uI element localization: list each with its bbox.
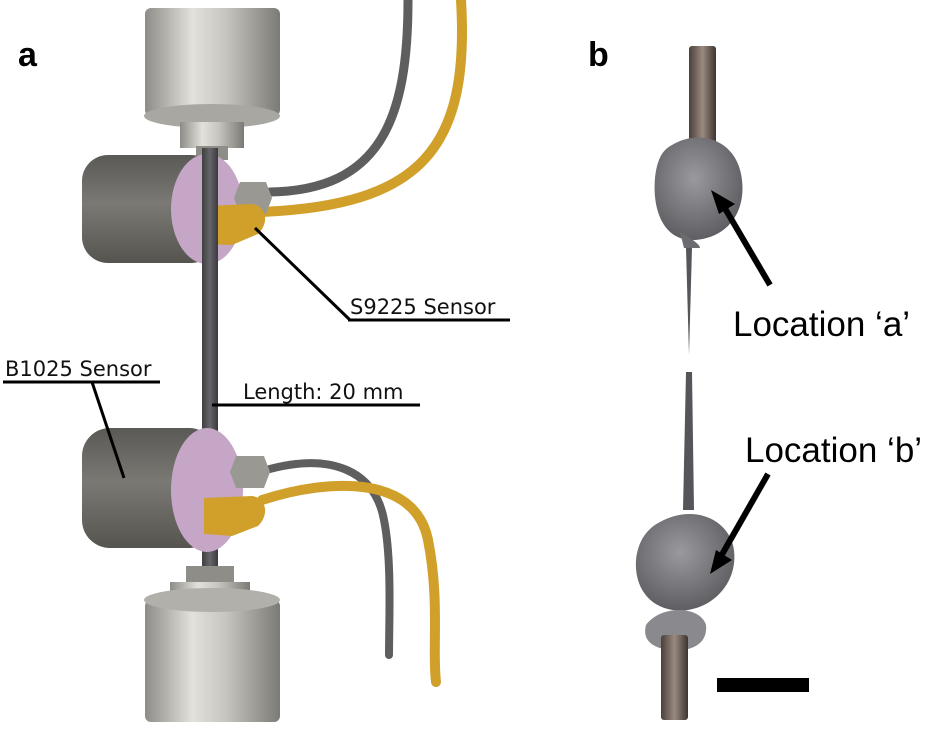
- panel-a-letter: a: [18, 36, 38, 74]
- top-grip: [144, 8, 280, 160]
- lower-fracture-half: [635, 372, 735, 720]
- location-b-label: Location ‘b’: [745, 431, 922, 470]
- cable-gold-top: [257, 0, 467, 217]
- cable-gold-bottom: [257, 480, 441, 687]
- panel-b-letter: b: [588, 36, 609, 74]
- b1025-label: B1025 Sensor: [5, 357, 152, 381]
- b1025-sensor: [82, 428, 270, 552]
- b1025-callout: B1025 Sensor: [3, 357, 160, 479]
- location-a-arrow: [711, 190, 773, 287]
- s9225-callout: S9225 Sensor: [253, 226, 510, 322]
- location-b-arrow: [710, 472, 771, 574]
- scale-bar: [717, 678, 809, 692]
- upper-fracture-half: [654, 46, 743, 355]
- cable-grey-top: [265, 0, 413, 197]
- cable-grey-bottom: [262, 459, 394, 659]
- s9225-label: S9225 Sensor: [350, 295, 496, 319]
- length-callout: Length: 20 mm: [212, 380, 420, 407]
- bottom-grip: [144, 566, 280, 722]
- s9225-sensor: [82, 154, 272, 264]
- location-a-label: Location ‘a’: [733, 305, 910, 344]
- length-label: Length: 20 mm: [243, 380, 404, 404]
